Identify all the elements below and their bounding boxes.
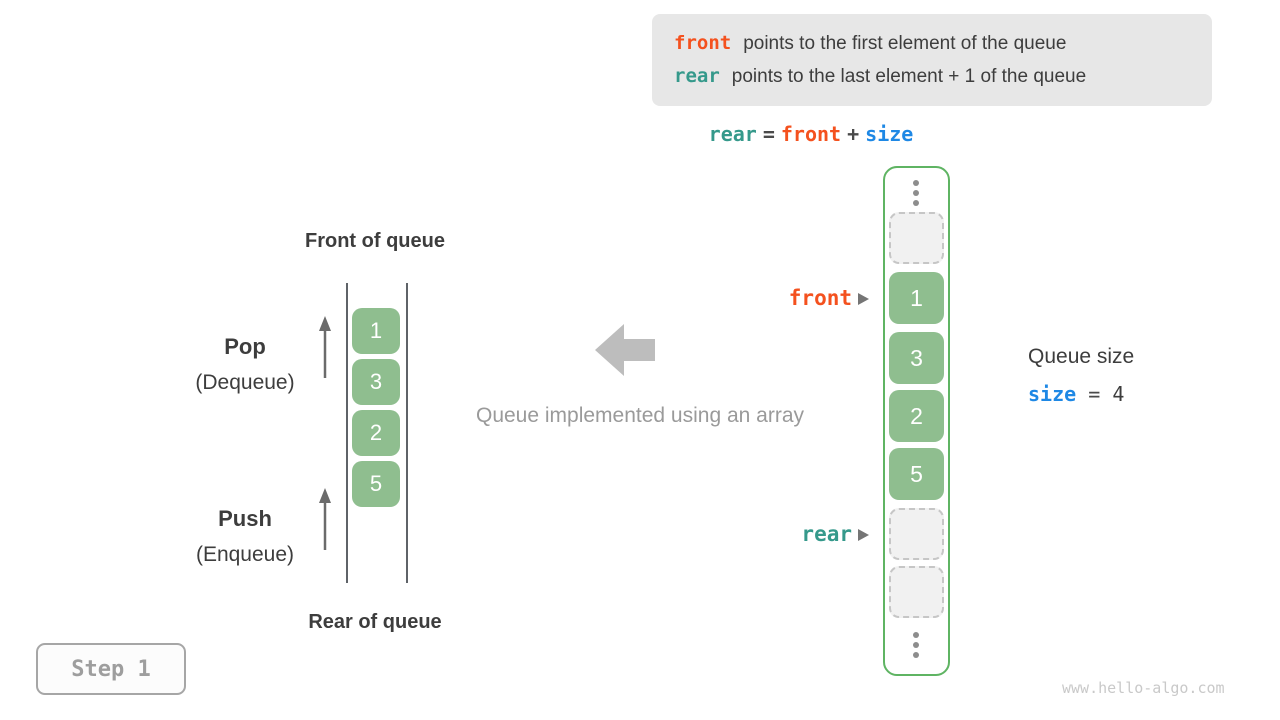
front-pointer-label: front	[788, 286, 852, 310]
array-cell: 1	[889, 272, 944, 324]
step-badge: Step 1	[36, 643, 186, 695]
front-keyword: front	[674, 32, 732, 54]
ellipsis-bottom-icon	[905, 632, 927, 658]
info-line-rear: rear points to the last element + 1 of th…	[674, 65, 1212, 88]
enqueue-label: (Enqueue)	[195, 543, 295, 566]
empty-array-cell	[889, 566, 944, 618]
formula-size: size	[865, 122, 914, 146]
front-pointer-arrow-icon	[858, 293, 869, 305]
formula-plus: +	[847, 122, 860, 146]
rear-keyword: rear	[674, 65, 720, 87]
push-label: Push	[218, 506, 272, 531]
front-of-queue-title: Front of queue	[305, 230, 445, 252]
pointer-info-box: front points to the first element of the …	[652, 14, 1212, 106]
rear-description: points to the last element + 1 of the qu…	[731, 66, 1087, 87]
rear-pointer-label: rear	[801, 522, 852, 546]
left-queue-cell: 3	[352, 359, 400, 405]
ellipsis-top-icon	[905, 180, 927, 206]
formula-equals: =	[762, 122, 775, 146]
pop-up-arrow-icon	[319, 316, 331, 378]
array-cell: 2	[889, 390, 944, 442]
left-queue-cell: 2	[352, 410, 400, 456]
dequeue-label: (Dequeue)	[195, 371, 295, 394]
formula-front: front	[780, 122, 842, 146]
pop-label: Pop	[224, 334, 266, 359]
channel-line-left	[346, 283, 348, 583]
left-queue-cell: 5	[352, 461, 400, 507]
rear-of-queue-title: Rear of queue	[308, 611, 442, 633]
size-equals: =	[1088, 382, 1101, 406]
size-value: 4	[1112, 382, 1125, 406]
center-caption: Queue implemented using an array	[475, 404, 805, 427]
size-keyword: size	[1028, 382, 1077, 406]
left-queue-cell: 1	[352, 308, 400, 354]
front-description: points to the first element of the queue	[743, 33, 1067, 54]
queue-size-value-line: size = 4	[1028, 382, 1124, 406]
empty-array-cell	[889, 508, 944, 560]
queue-size-title: Queue size	[1028, 345, 1135, 368]
formula-rear: rear	[708, 122, 757, 146]
left-block-arrow-icon	[595, 324, 655, 376]
rear-pointer-arrow-icon	[858, 529, 869, 541]
channel-line-right	[406, 283, 408, 583]
array-cell: 5	[889, 448, 944, 500]
empty-array-cell	[889, 212, 944, 264]
watermark: www.hello-algo.com	[1062, 679, 1225, 697]
formula: rear=front+size	[655, 122, 967, 146]
info-line-front: front points to the first element of the …	[674, 32, 1212, 55]
array-cell: 3	[889, 332, 944, 384]
push-up-arrow-icon	[319, 488, 331, 550]
